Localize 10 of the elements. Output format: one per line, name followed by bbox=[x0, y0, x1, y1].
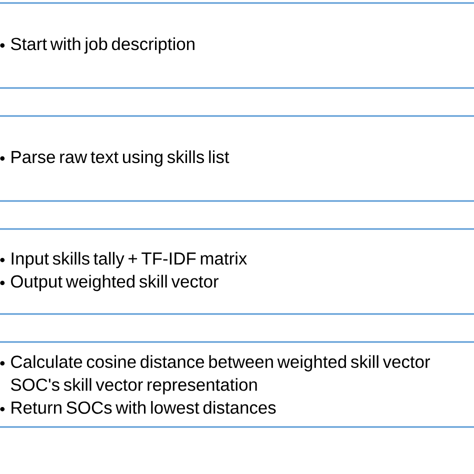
node-label: Input skills tally + TF-IDF matrix bbox=[12, 252, 247, 268]
text-band: Parse raw text using skills list bbox=[0, 115, 474, 202]
node-label: Start with job description bbox=[10, 37, 194, 54]
node-label: Output weighted skill vector bbox=[11, 274, 218, 292]
text-band: Input skills tally + TF-IDF matrix Output weighted skill vector bbox=[0, 228, 474, 315]
node-label: Parse raw text using skills list bbox=[12, 150, 230, 167]
text-band: Calculate cosine distance between weighted skill vector SOC's skill vector representation Return SOCs with lowest distances bbox=[0, 341, 474, 428]
text-band: Start with job description bbox=[0, 2, 474, 89]
node-label: Return SOCs with lowest distances bbox=[12, 401, 276, 414]
node-label: Calculate cosine distance between weighted skill vector SOC's skill vector representation bbox=[10, 355, 430, 394]
